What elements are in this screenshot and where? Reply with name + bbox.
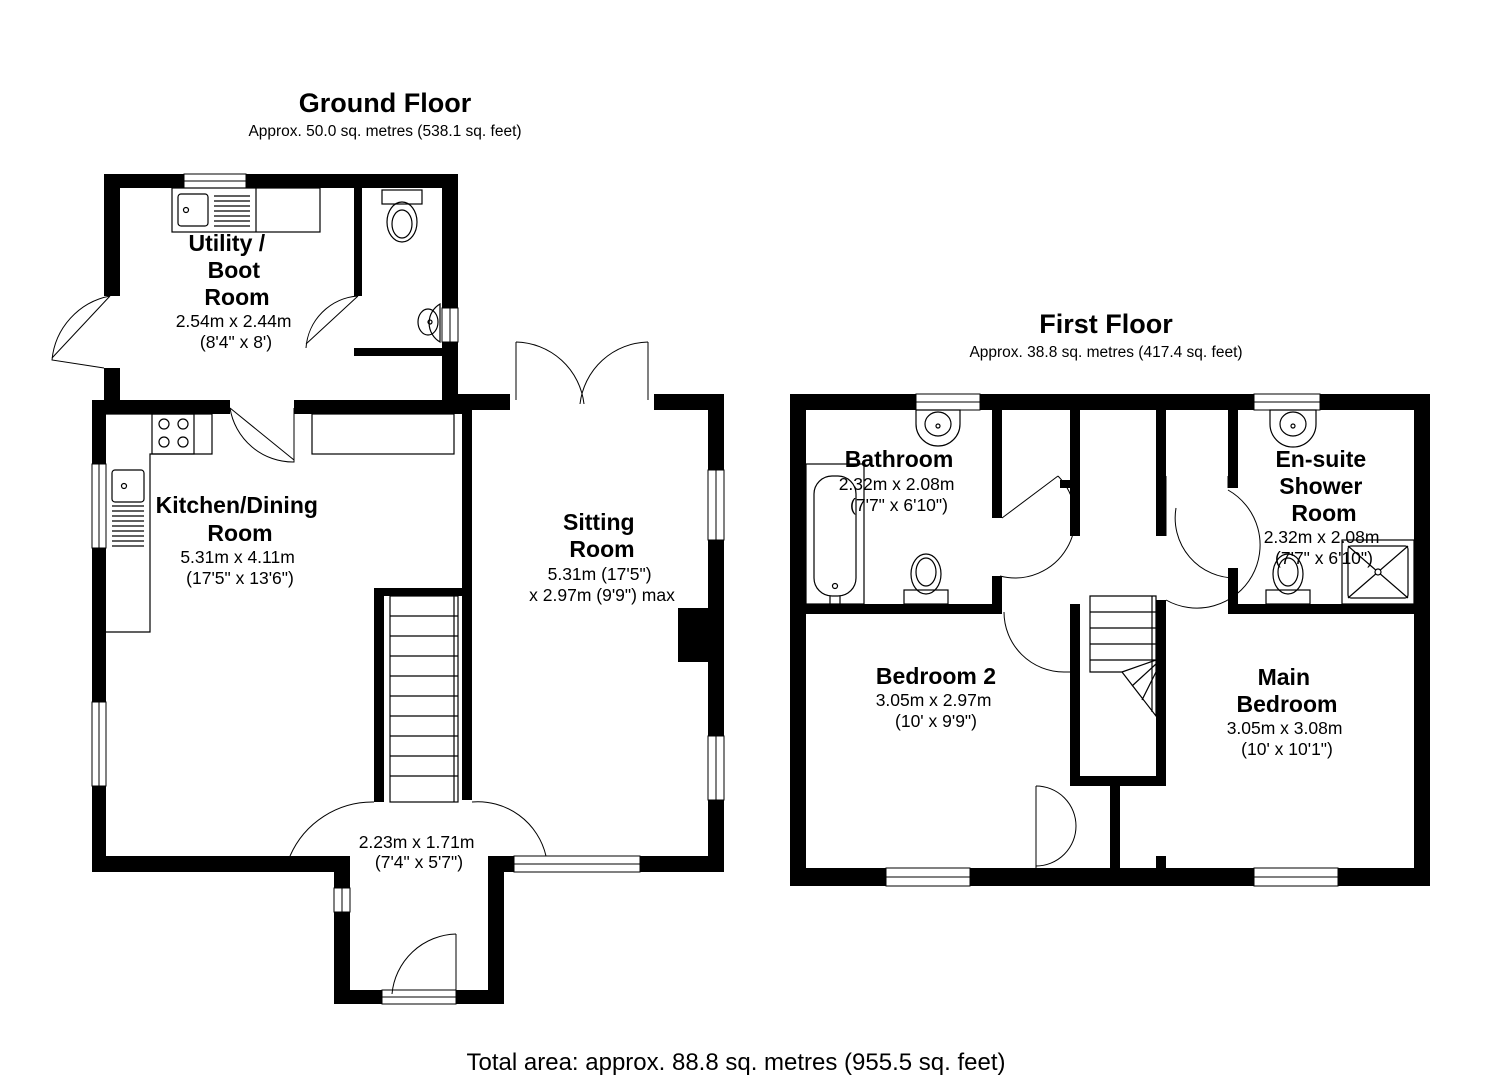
staircase <box>389 595 459 803</box>
utility-room-name: Utility / Boot Room <box>188 230 271 310</box>
bathroom-name: Bathroom <box>845 446 954 472</box>
basin-icon <box>417 302 441 344</box>
ensuite-shower-room-name: En-suite Shower Room <box>1275 446 1372 526</box>
utility-room-dimensions: 2.54m x 2.44m (8'4" x 8') <box>176 311 297 352</box>
kitchen-dining-room-name: Kitchen/Dining Room <box>156 492 325 546</box>
drainer-icon <box>214 188 257 232</box>
shower-tray-icon <box>1341 539 1415 605</box>
basin-icon <box>915 409 961 447</box>
first-floor-labels: Bathroom 2.32m x 2.08m (7'7" x 6'10") En… <box>839 446 1385 759</box>
bath-icon <box>805 463 865 605</box>
first-floor-doors <box>999 475 1261 868</box>
bathroom-dimensions: 2.32m x 2.08m (7'7" x 6'10") <box>839 474 960 515</box>
ground-floor-title: Ground Floor <box>299 88 472 118</box>
toilet-icon <box>903 553 949 605</box>
sitting-room-dimensions: 5.31m (17'5") x 2.97m (9'9") max <box>529 564 675 605</box>
sitting-room-name: Sitting Room <box>563 509 641 562</box>
ground-floor-labels: Utility / Boot Room 2.54m x 2.44m (8'4" … <box>156 230 675 872</box>
basin-icon <box>1269 409 1317 448</box>
first-floor-area: Approx. 38.8 sq. metres (417.4 sq. feet) <box>969 344 1242 361</box>
ground-floor-area: Approx. 50.0 sq. metres (538.1 sq. feet) <box>248 123 521 140</box>
ground-floor-walls <box>92 174 724 1004</box>
bedroom-2-dimensions: 3.05m x 2.97m (10' x 9'9") <box>876 690 997 731</box>
ground-floor-fixtures <box>106 187 459 803</box>
first-floor-fixtures <box>805 409 1415 718</box>
toilet-icon <box>381 189 423 243</box>
ensuite-shower-room-dimensions: 2.32m x 2.08m (7'7" x 6'10") <box>1264 527 1385 568</box>
toilet-icon <box>1265 553 1311 605</box>
hob-icon <box>151 413 195 455</box>
total-area: Total area: approx. 88.8 sq. metres (955… <box>467 1049 1006 1076</box>
first-floor-title: First Floor <box>1039 309 1173 339</box>
staircase <box>1089 595 1157 718</box>
main-bedroom-name: Main Bedroom <box>1237 664 1338 717</box>
kitchen-dining-room-dimensions: 5.31m x 4.11m (17'5" x 13'6") <box>180 547 299 588</box>
main-bedroom-dimensions: 3.05m x 3.08m (10' x 10'1") <box>1227 718 1348 759</box>
bedroom-2-name: Bedroom 2 <box>876 663 996 689</box>
first-floor-walls <box>790 394 1430 886</box>
ground-floor-plan: Ground Floor Approx. 50.0 sq. metres (53… <box>51 88 725 1005</box>
ground-floor-windows <box>91 173 725 1005</box>
first-floor-plan: First Floor Approx. 38.8 sq. metres (417… <box>790 309 1430 887</box>
first-floor-windows <box>885 393 1339 887</box>
hall-dimensions: 2.23m x 1.71m (7'4" x 5'7") <box>359 832 480 872</box>
ground-floor-doors <box>51 295 649 995</box>
sink-icon <box>111 469 145 547</box>
